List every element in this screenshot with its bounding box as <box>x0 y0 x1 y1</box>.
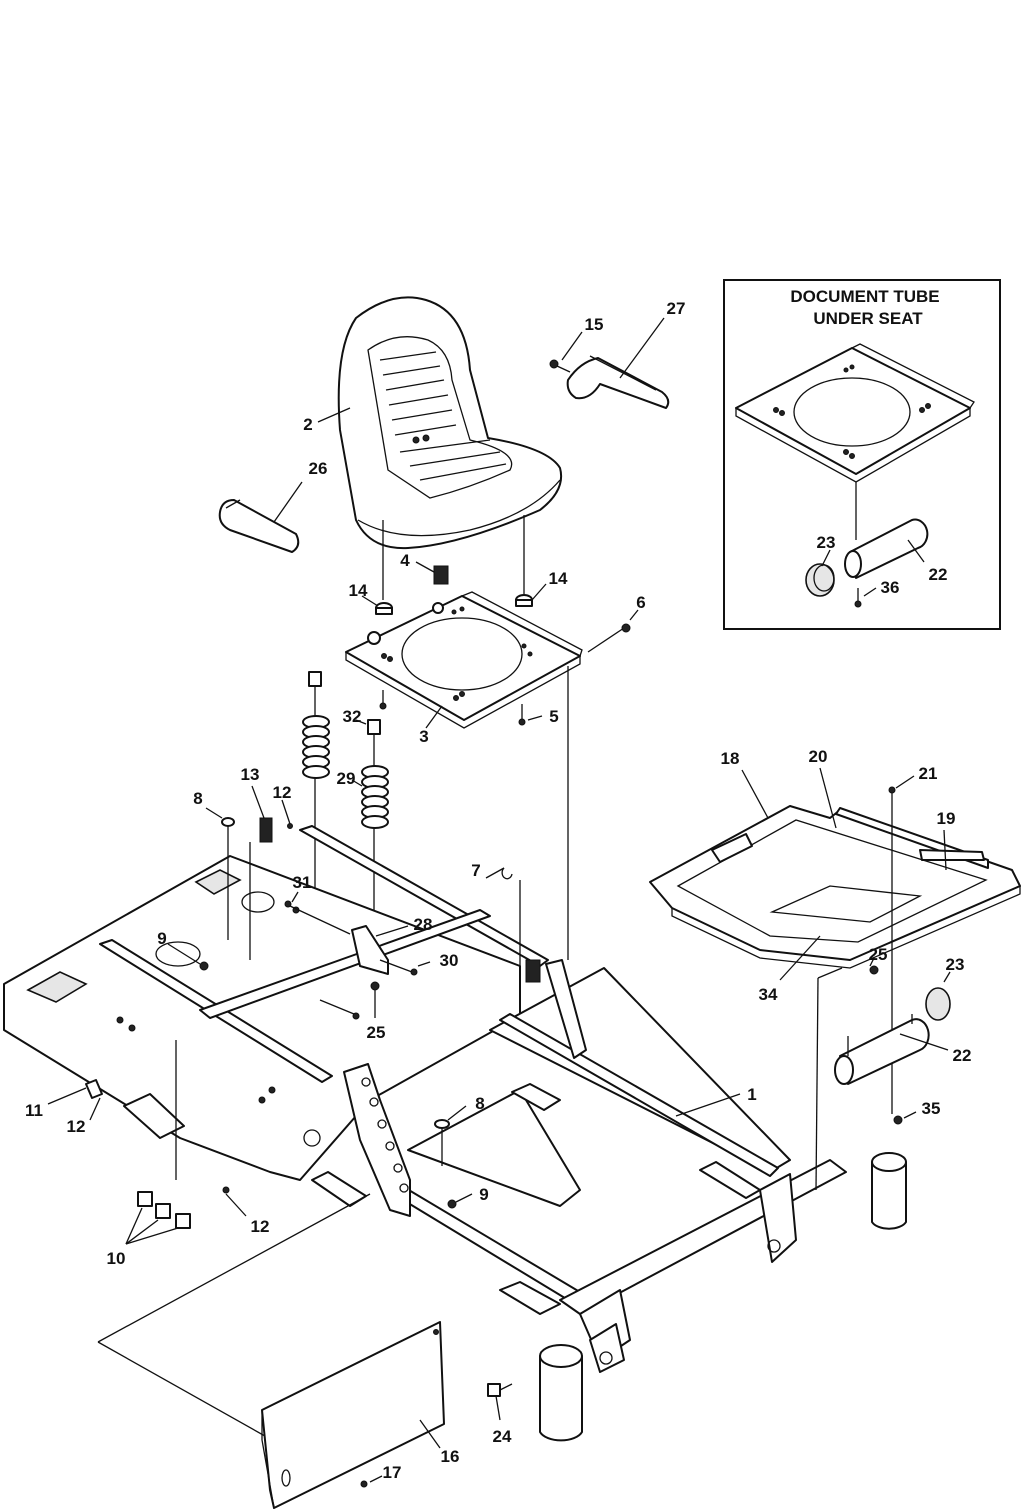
armrest-left <box>218 499 300 553</box>
bumper-left <box>375 602 393 615</box>
callout-22-right: 22 <box>953 1046 972 1065</box>
seat <box>337 296 562 550</box>
screw-12-lower <box>222 1186 230 1194</box>
nut-9-middle <box>447 1199 457 1209</box>
callout-8-middle: 8 <box>475 1094 484 1113</box>
bumper-right <box>515 594 533 607</box>
front-shield <box>261 1321 445 1509</box>
bolt-8-middle <box>434 1119 450 1166</box>
inset-tube-cap <box>805 563 835 597</box>
callout-5: 5 <box>549 707 558 726</box>
spring-right <box>361 719 389 990</box>
callout-34: 34 <box>759 985 778 1004</box>
callout-11: 11 <box>25 1101 43 1120</box>
inset-document-tube-body <box>844 518 929 579</box>
callout-6: 6 <box>636 593 645 612</box>
inset-title-line1: DOCUMENT TUBE <box>790 287 939 306</box>
callout-3: 3 <box>419 727 428 746</box>
callout-12-left: 12 <box>67 1117 86 1136</box>
callout-14-right: 14 <box>549 569 568 588</box>
callout-26: 26 <box>309 459 328 478</box>
callout-2: 2 <box>303 415 312 434</box>
bolt-5 <box>518 704 526 726</box>
callout-32: 32 <box>343 707 362 726</box>
seat-switch <box>433 565 449 585</box>
nut-25-left <box>370 981 380 991</box>
callout-13: 13 <box>241 765 260 784</box>
callout-17: 17 <box>383 1463 402 1482</box>
armrest-right <box>566 355 670 409</box>
callout-15: 15 <box>585 315 604 334</box>
callout-18: 18 <box>721 749 740 768</box>
inset-seat-plate <box>735 343 975 483</box>
callout-23-inset: 23 <box>817 533 836 552</box>
callout-24: 24 <box>493 1427 512 1446</box>
callout-9-left: 9 <box>157 929 166 948</box>
connectors-10 <box>137 1191 191 1229</box>
inset-document-tube: DOCUMENT TUBE UNDER SEAT 23 <box>723 279 1001 630</box>
clip-11 <box>85 1079 103 1099</box>
callout-19: 19 <box>937 809 956 828</box>
document-tube-right <box>834 1014 930 1085</box>
callout-1: 1 <box>747 1085 756 1104</box>
inset-screw <box>854 588 862 608</box>
bolt-6 <box>587 623 631 653</box>
callout-7: 7 <box>471 861 480 880</box>
callout-22-inset: 22 <box>929 565 948 584</box>
callout-10: 10 <box>107 1249 126 1268</box>
seat-plate <box>345 591 583 729</box>
bracket-28 <box>351 925 389 975</box>
callout-30: 30 <box>440 951 459 970</box>
callout-21: 21 <box>919 764 938 783</box>
callout-4: 4 <box>400 551 410 570</box>
callout-29: 29 <box>337 769 356 788</box>
main-frame <box>3 825 907 1442</box>
clip-7 <box>501 867 513 880</box>
bolt-8-left <box>221 817 235 940</box>
callout-28: 28 <box>414 915 433 934</box>
relay-13 <box>259 817 273 843</box>
callout-31: 31 <box>293 873 312 892</box>
callout-20: 20 <box>809 747 828 766</box>
callout-9-middle: 9 <box>479 1185 488 1204</box>
screw-17 <box>360 1480 368 1488</box>
nut-35 <box>893 1115 903 1125</box>
callout-25-right: 25 <box>869 945 888 964</box>
document-tube-cap-right <box>925 987 951 1021</box>
callout-35: 35 <box>922 1099 941 1118</box>
callout-23-right: 23 <box>946 955 965 974</box>
bolts-30 <box>319 959 418 1020</box>
nut-25-right <box>869 965 879 975</box>
callout-16: 16 <box>441 1447 460 1466</box>
bolt-24 <box>487 1383 513 1397</box>
foot-pan <box>649 805 1021 969</box>
callout-14-left: 14 <box>349 581 368 600</box>
screw-12-top <box>287 823 293 829</box>
bolt-seat-left <box>379 690 387 710</box>
bolt-15 <box>549 359 571 373</box>
inset-title-line2: UNDER SEAT <box>813 309 923 328</box>
callout-8-left: 8 <box>193 789 202 808</box>
callout-27: 27 <box>667 299 686 318</box>
nut-9-left <box>199 961 209 971</box>
bolts-31 <box>284 900 351 935</box>
callout-36: 36 <box>881 578 900 597</box>
callout-25-left: 25 <box>367 1023 386 1042</box>
callout-12-lower: 12 <box>251 1217 270 1236</box>
callout-12-top: 12 <box>273 783 292 802</box>
